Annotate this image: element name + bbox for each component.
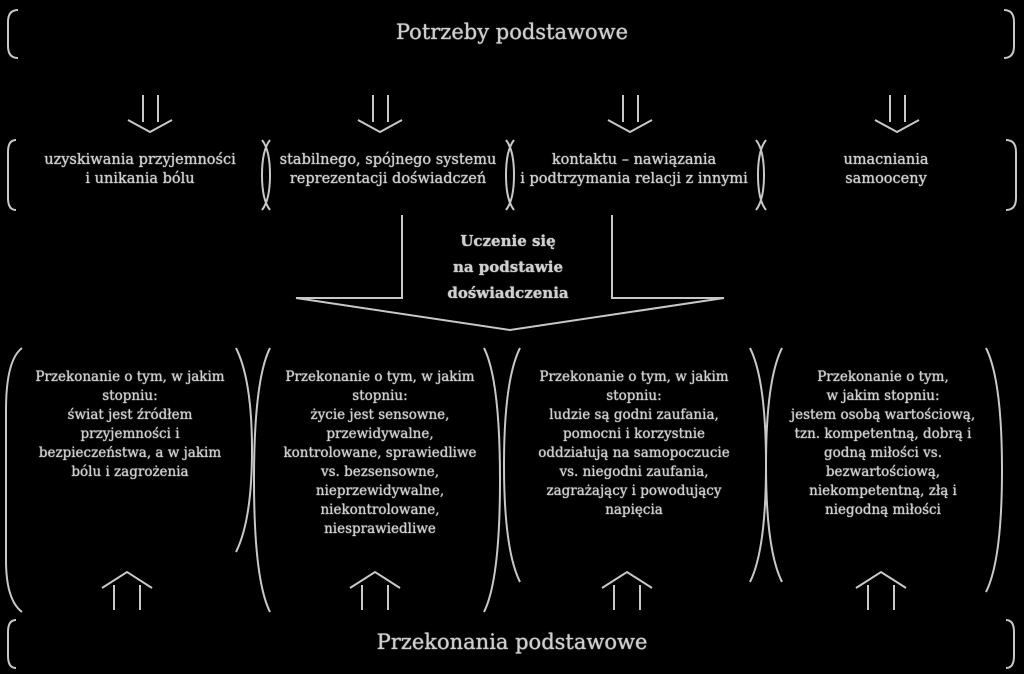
bottom-brace-left (7, 619, 17, 669)
belief-2-line: stopniu: (352, 388, 408, 404)
belief-box-2: Przekonanie o tym, w jakim stopniu: życi… (262, 368, 498, 539)
top-brace-left (7, 9, 19, 59)
down-arrow-3 (607, 95, 653, 134)
learning-line1: Uczenie się (460, 232, 556, 250)
up-arrow-3 (601, 570, 653, 610)
belief-box-4: Przekonanie o tym, w jakim stopniu: jest… (770, 368, 996, 520)
belief-4-line: Przekonanie o tym, (817, 369, 949, 385)
belief-2-line: vs. bezsensowne, (320, 464, 440, 480)
need-box-3: kontaktu – nawiązania i podtrzymania rel… (512, 151, 756, 189)
learning-line2: na podstawie (452, 258, 564, 276)
belief-1-line: świat jest źródłem (67, 407, 193, 423)
belief-3-line: zagrażający i powodujący (546, 483, 722, 499)
belief-2-line: kontrolowane, sprawiedliwe (283, 445, 477, 461)
belief-1-line: bólu i zagrożenia (71, 464, 189, 480)
belief-2-line: przewidywalne, (326, 426, 434, 442)
belief-2-line: nieprzewidywalne, (315, 483, 445, 499)
belief-2-line: niekontrolowane, (320, 502, 440, 518)
belief-2-line: Przekonanie o tym, w jakim (285, 369, 475, 385)
up-arrow-4 (855, 570, 907, 610)
belief-4-line: tzn. kompetentną, dobrą i (794, 426, 972, 442)
needs-brace-3-right (755, 139, 766, 211)
belief-4-line: w jakim stopniu: (826, 388, 940, 404)
top-brace-right (1003, 9, 1015, 59)
need-4-line1: umacniania (843, 152, 929, 168)
belief-box-3: Przekonanie o tym, w jakim stopniu: ludz… (510, 368, 758, 520)
learning-line3: doświadczenia (447, 284, 569, 302)
needs-brace-1-right (261, 139, 272, 211)
need-box-1: uzyskiwania przyjemności i unikania bólu (20, 151, 260, 189)
needs-brace-4-left (756, 139, 767, 211)
belief-4-line: godną miłości vs. (823, 445, 942, 461)
belief-brace-4-right (985, 347, 1004, 593)
belief-3-line: pomocni i korzystnie (562, 426, 706, 442)
belief-4-line: bezwartościową, (825, 464, 941, 480)
bottom-title: Przekonania podstawowe (376, 630, 648, 654)
belief-box-1: Przekonanie o tym, w jakim stopniu: świa… (12, 368, 248, 482)
belief-brace-1-left (5, 347, 23, 613)
top-title: Potrzeby podstawowe (395, 20, 629, 44)
need-1-line2: i unikania bólu (85, 171, 195, 187)
belief-4-line: niekompetentną, złą i (809, 483, 957, 499)
need-2-line1: stabilnego, spójnego systemu (279, 152, 497, 168)
belief-brace-2-left (252, 347, 271, 613)
belief-3-line: napięcia (605, 502, 663, 518)
need-2-line2: reprezentacji doświadczeń (289, 171, 487, 187)
belief-brace-2-right (483, 347, 502, 613)
belief-3-line: Przekonanie o tym, w jakim (539, 369, 729, 385)
up-arrow-2 (349, 570, 401, 610)
down-arrow-2 (357, 95, 403, 134)
needs-brace-2-left (260, 139, 271, 211)
belief-3-line: stopniu: (606, 388, 662, 404)
belief-2-line: niesprawiedliwe (324, 521, 436, 537)
need-3-line2: i podtrzymania relacji z innymi (520, 171, 748, 187)
down-arrow-4 (874, 95, 920, 134)
belief-1-line: przyjemności i (80, 426, 180, 442)
belief-3-line: ludzie są godni zaufania, (549, 407, 719, 423)
belief-brace-1-right (235, 347, 254, 553)
learning-label: Uczenie się na podstawie doświadczenia (410, 228, 606, 306)
need-4-line2: samooceny (845, 171, 927, 187)
need-3-line1: kontaktu – nawiązania (551, 152, 717, 168)
learning-funnel (295, 215, 725, 332)
belief-brace-3-left (502, 347, 521, 583)
needs-brace-4-right (1005, 139, 1017, 211)
belief-1-line: Przekonanie o tym, w jakim (35, 369, 225, 385)
up-arrow-1 (101, 570, 153, 610)
bottom-brace-right (1005, 619, 1015, 669)
belief-3-line: oddziałują na samopoczucie (538, 445, 730, 461)
needs-brace-1-left (7, 139, 17, 211)
down-arrow-1 (127, 95, 173, 134)
belief-4-line: jestem osobą wartościową, (790, 407, 976, 423)
belief-brace-4-left (764, 347, 783, 583)
belief-3-line: vs. niegodni zaufania, (559, 464, 709, 480)
needs-brace-3-left (504, 139, 515, 211)
need-box-4: umacniania samooceny (766, 151, 1006, 189)
belief-1-line: bezpieczeństwa, a w jakim (38, 445, 222, 461)
belief-1-line: stopniu: (102, 388, 158, 404)
need-1-line1: uzyskiwania przyjemności (44, 152, 236, 168)
need-box-2: stabilnego, spójnego systemu reprezentac… (270, 151, 506, 189)
belief-2-line: życie jest sensowne, (310, 407, 450, 423)
belief-4-line: niegodną miłości (825, 502, 941, 518)
